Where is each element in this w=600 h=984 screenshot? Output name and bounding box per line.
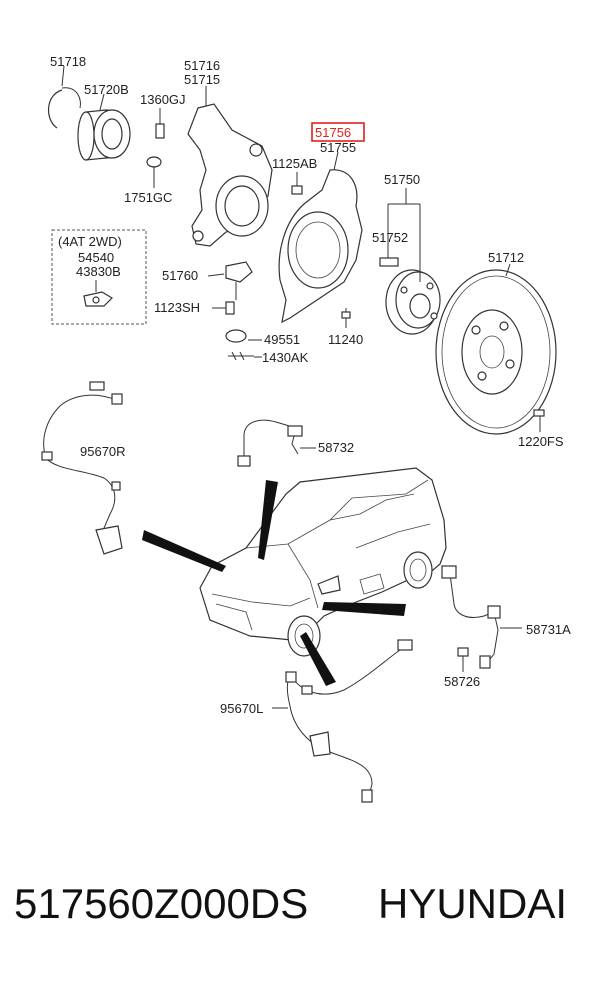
sensor-54540 xyxy=(83,280,113,307)
brake-hose-58731a xyxy=(441,565,522,669)
label-1125ab: 1125AB xyxy=(272,156,317,171)
pointer-wedge xyxy=(142,530,226,572)
label-51715: 51715 xyxy=(184,72,220,87)
plug-49551 xyxy=(225,329,262,343)
abs-sensor-51760 xyxy=(207,261,253,300)
label-51716: 51716 xyxy=(184,58,220,73)
vehicle-illustration xyxy=(199,467,447,657)
stud-51752 xyxy=(379,257,399,267)
label-95670l: 95670L xyxy=(220,701,263,716)
label-51755: 51755 xyxy=(320,140,356,155)
brake-hose-58732 xyxy=(237,419,316,467)
dust-cover-51755 xyxy=(278,169,363,324)
brand-name: HYUNDAI xyxy=(378,880,568,927)
screw-1220fs xyxy=(533,409,545,432)
label-51760: 51760 xyxy=(162,268,198,283)
steering-knuckle xyxy=(187,103,273,247)
label-54540: 54540 xyxy=(78,250,114,265)
label-49551: 49551 xyxy=(264,332,300,347)
pointer-wedge xyxy=(300,632,336,686)
label-1123sh: 1123SH xyxy=(154,300,200,315)
nut-1751gc xyxy=(146,156,162,188)
snap-ring xyxy=(48,87,81,129)
label-43830b: 43830B xyxy=(76,264,121,279)
bolt-58726 xyxy=(457,647,469,672)
bolt-1123sh xyxy=(212,301,235,315)
bolt-1125ab xyxy=(291,172,303,195)
label-51756: 51756 xyxy=(315,125,351,140)
label-1360gj: 1360GJ xyxy=(140,92,186,107)
highlight-box xyxy=(311,122,365,142)
label-58732: 58732 xyxy=(318,440,354,455)
caption: 517560Z000DS HYUNDAI xyxy=(0,880,600,950)
part-number: 517560Z000DS xyxy=(14,880,309,927)
label-51712: 51712 xyxy=(488,250,524,265)
brake-disc-51712 xyxy=(435,269,557,435)
screw-11240 xyxy=(341,308,351,328)
wheel-speed-sensor-left xyxy=(272,639,413,803)
hub-51750 xyxy=(385,269,441,335)
pointer-wedge xyxy=(258,480,278,560)
pointer-wedge xyxy=(322,602,406,616)
wheel-speed-sensor-right xyxy=(41,381,123,555)
label-1220fs: 1220FS xyxy=(518,434,564,449)
label-51720b: 51720B xyxy=(84,82,129,97)
bolt-1360gj xyxy=(155,108,165,139)
label-51752: 51752 xyxy=(372,230,408,245)
label-1430ak: 1430AK xyxy=(262,350,309,365)
label-4at-2wd: (4AT 2WD) xyxy=(58,234,122,249)
label-51750: 51750 xyxy=(384,172,420,187)
label-58731a: 58731A xyxy=(526,622,571,637)
label-58726: 58726 xyxy=(444,674,480,689)
variant-box xyxy=(51,229,147,325)
wheel-bearing xyxy=(77,109,131,161)
label-51718: 51718 xyxy=(50,54,86,69)
label-1751gc: 1751GC xyxy=(124,190,172,205)
label-95670r: 95670R xyxy=(80,444,126,459)
clip-1430ak xyxy=(228,351,262,361)
label-11240: 11240 xyxy=(328,332,363,347)
